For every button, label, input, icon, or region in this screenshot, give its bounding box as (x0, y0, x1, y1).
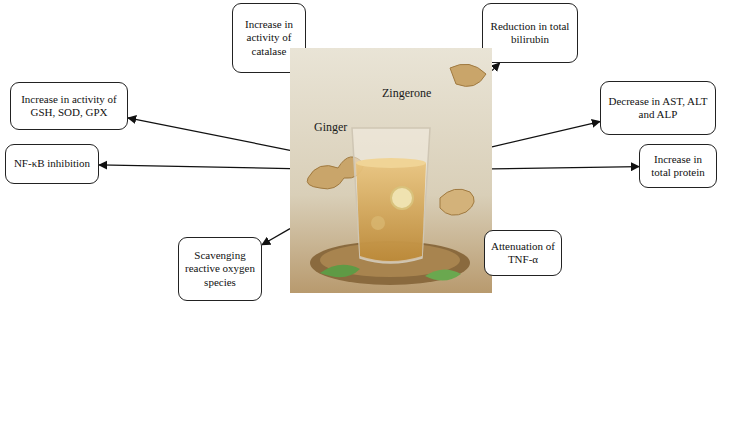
box-text: Increase in total protein (646, 153, 710, 179)
box-text: Scavenging reactive oxygen species (185, 249, 255, 289)
effect-box: Decrease in AST, ALT and ALP (600, 81, 716, 135)
effect-box: Increase in total protein (639, 144, 717, 188)
effect-box: Attenuation of TNF-α (484, 230, 562, 276)
effect-arrow (492, 122, 600, 147)
effect-arrow (492, 167, 639, 169)
effect-box: Reduction in total bilirubin (482, 3, 578, 63)
box-text: Increase in activity of GSH, SOD, GPX (17, 93, 121, 119)
effect-arrow (492, 63, 500, 71)
effect-arrow (262, 229, 290, 245)
box-text: Attenuation of TNF-α (491, 240, 555, 266)
box-text: Reduction in total bilirubin (489, 20, 571, 46)
ginger-tea-photo (290, 48, 492, 293)
effect-box: Increase in activity of GSH, SOD, GPX (10, 82, 128, 130)
effect-arrow (128, 118, 290, 150)
effect-arrow (99, 165, 290, 169)
effect-box: NF-κB inhibition (5, 144, 99, 184)
box-text: NF-κB inhibition (14, 157, 90, 170)
compound-label: Zingerone (382, 86, 431, 100)
compound-label: Ginger (314, 120, 347, 134)
effect-box: Scavenging reactive oxygen species (178, 237, 262, 301)
photo-node: ZingeroneGinger (290, 48, 492, 293)
box-text: Decrease in AST, ALT and ALP (607, 95, 709, 121)
